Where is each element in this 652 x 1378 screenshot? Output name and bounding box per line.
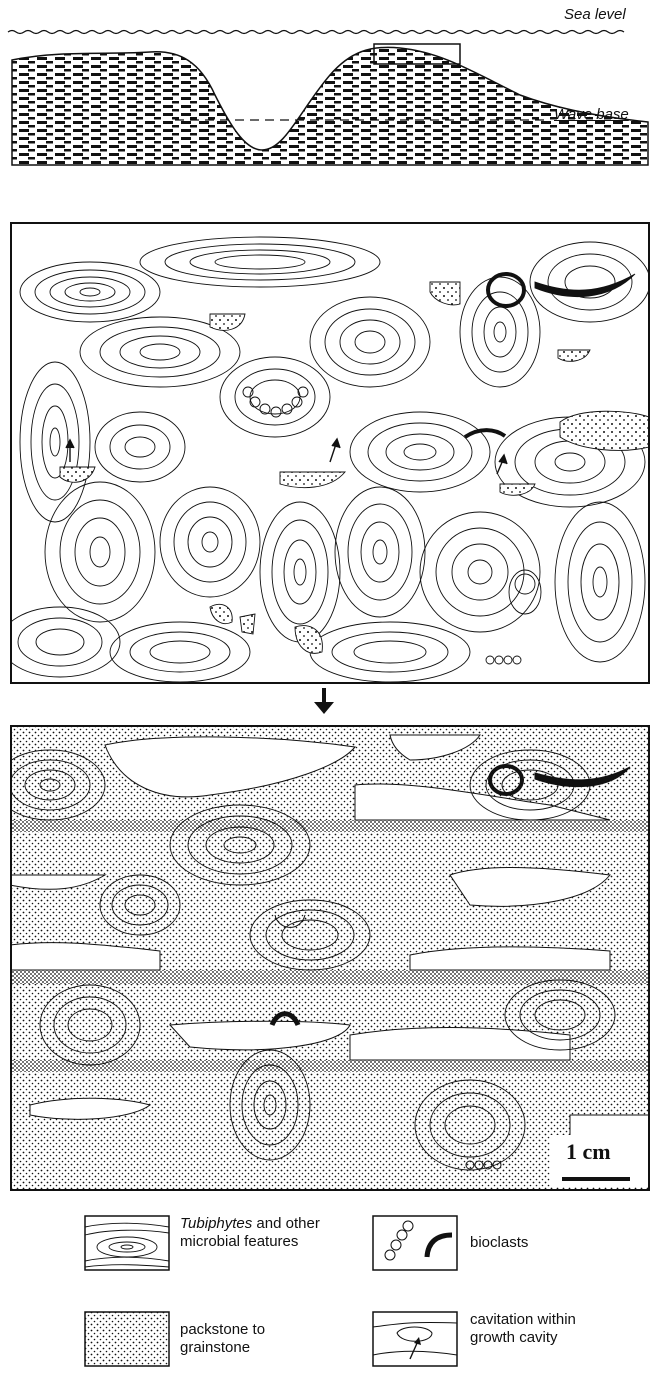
original-fabric-panel bbox=[10, 222, 650, 684]
legend-label-microbial: Tubiphytes and other microbial features bbox=[180, 1215, 330, 1251]
legend: Tubiphytes and other microbial features … bbox=[0, 1205, 652, 1378]
sea-level-label: Sea level bbox=[564, 6, 626, 23]
legend-label-packstone: packstone to grainstone bbox=[180, 1321, 290, 1357]
sea-level-line bbox=[8, 31, 624, 34]
original-fabric-svg bbox=[10, 222, 650, 684]
legend-swatch-cavitation bbox=[372, 1311, 458, 1367]
cavitation-swatch-svg bbox=[372, 1311, 458, 1367]
legend-label-cavitation: cavitation within growth cavity bbox=[470, 1311, 590, 1347]
legend-label-bioclasts: bioclasts bbox=[470, 1234, 528, 1252]
legend-swatch-bioclasts bbox=[372, 1215, 458, 1271]
packstone-pocket-group bbox=[60, 282, 649, 653]
bioclasts-swatch-svg bbox=[372, 1215, 458, 1271]
bioclast-group bbox=[243, 274, 635, 664]
cross-section-profile: Sea level Wave base bbox=[0, 0, 652, 190]
wave-base-label: Wave base bbox=[554, 106, 629, 123]
legend-swatch-packstone bbox=[84, 1311, 170, 1367]
legend-swatch-microbial bbox=[84, 1215, 170, 1271]
transition-arrow bbox=[304, 686, 344, 716]
sediment-body bbox=[12, 47, 648, 165]
microbial-structure-group bbox=[10, 237, 650, 682]
microbial-swatch-svg bbox=[84, 1215, 170, 1271]
scale-bar-label: 1 cm bbox=[566, 1139, 611, 1165]
cavitation-arrow-group bbox=[66, 439, 507, 474]
cavitated-fabric-panel: 1 cm bbox=[10, 725, 650, 1191]
packstone-swatch-svg bbox=[84, 1311, 170, 1367]
cavitated-fabric-svg bbox=[10, 725, 650, 1191]
legend-microbial-italic: Tubiphytes bbox=[180, 1215, 252, 1232]
down-arrow-icon bbox=[304, 686, 344, 716]
profile-svg bbox=[0, 0, 652, 190]
